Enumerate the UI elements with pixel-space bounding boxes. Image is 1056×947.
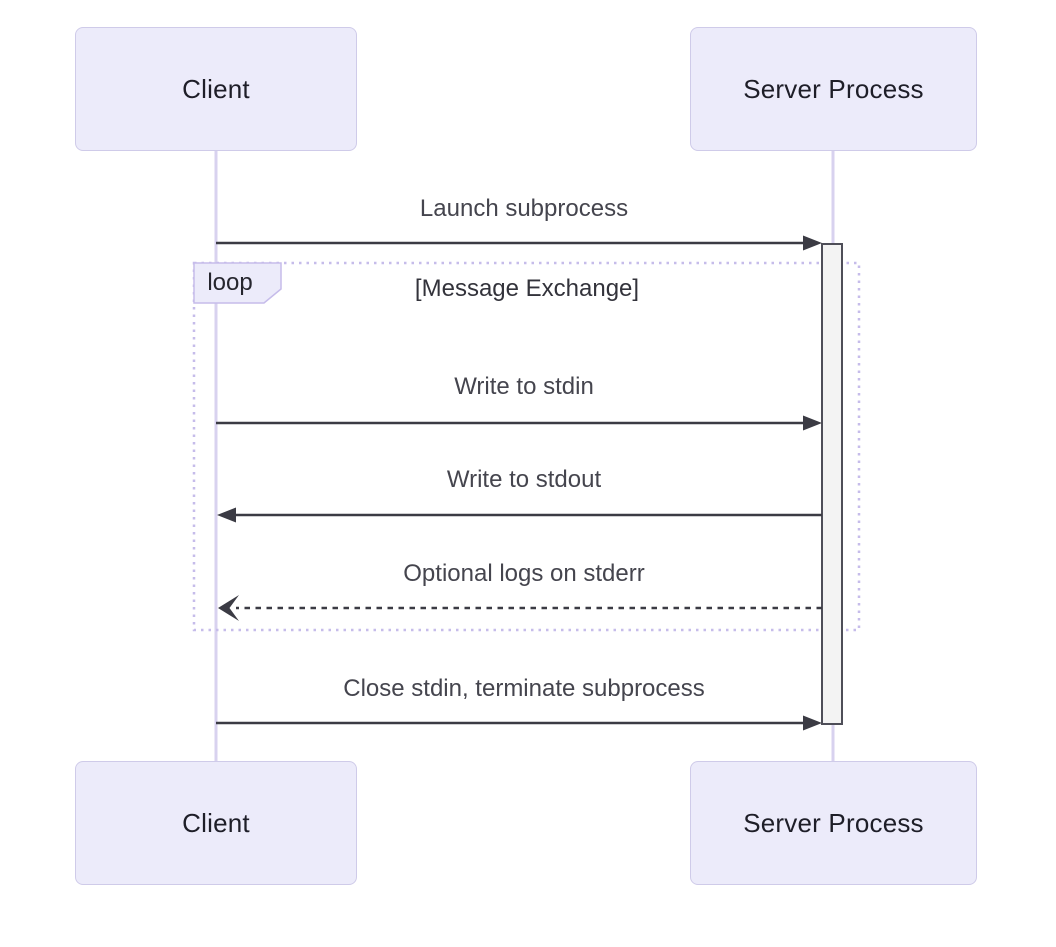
arrow-launch-subprocess-head [803, 235, 822, 251]
loop-condition-label: [Message Exchange] [414, 275, 640, 302]
message-label-write-stdout: Write to stdout [446, 466, 602, 493]
lifeline-client [214, 151, 218, 762]
message-label-launch-subprocess: Launch subprocess [419, 195, 629, 222]
actor-label-server-top: Server Process [743, 73, 924, 104]
arrow-stderr-head [218, 595, 239, 621]
actor-box-client-bottom: Client [75, 761, 357, 885]
loop-frame [192, 261, 861, 632]
loop-keyword-tab [193, 262, 282, 304]
actor-label-client-bottom: Client [182, 807, 250, 838]
arrow-write-stdout-head [217, 507, 236, 523]
arrow-close-stdin-head [803, 715, 822, 731]
message-label-close-stdin: Close stdin, terminate subprocess [343, 675, 705, 702]
actor-box-server-top: Server Process [690, 27, 977, 151]
actor-box-client-top: Client [75, 27, 357, 151]
activation-bar-server [821, 243, 843, 725]
message-label-stderr-logs: Optional logs on stderr [403, 560, 645, 587]
actor-label-client-top: Client [182, 73, 250, 104]
message-label-write-stdin: Write to stdin [454, 373, 594, 400]
arrow-write-stdin-head [803, 415, 822, 431]
actor-box-server-bottom: Server Process [690, 761, 977, 885]
loop-keyword-label: loop [207, 269, 253, 296]
actor-label-server-bottom: Server Process [743, 807, 924, 838]
